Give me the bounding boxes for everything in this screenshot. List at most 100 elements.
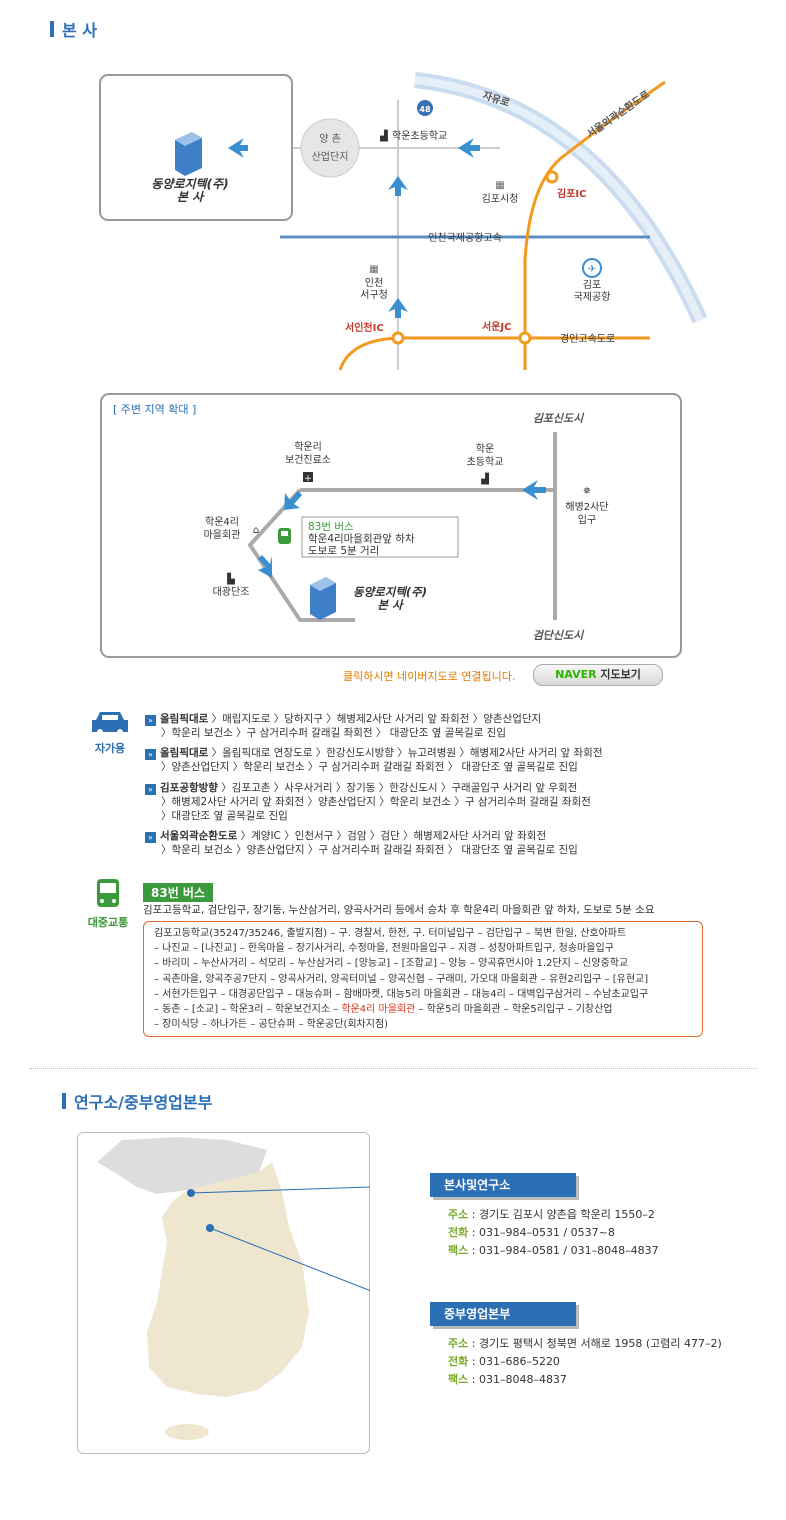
cityhall-icon: ▦ — [495, 180, 504, 191]
clinic-label-2: 보건진료소 — [285, 454, 331, 466]
tel-key: 전화 — [448, 1355, 469, 1368]
lab-section-title: 연구소/중부영업본부 — [62, 1089, 212, 1113]
bus-stop-line: – 장미식당 – 하나가든 – 공단슈퍼 – 학운공단(회차지점) — [154, 1019, 389, 1031]
bus-stop-line: – 나진교 – [나진교] – 한옥마을 – 장기사거리, 수정마을, 전원마을… — [154, 943, 614, 955]
naver-map-button[interactable]: NAVER 지도보기 — [533, 664, 663, 686]
airport-label-2: 국제공항 — [574, 291, 611, 303]
direction-arrows — [228, 138, 480, 318]
bus-icon — [97, 879, 119, 907]
hq-location-marker — [187, 1189, 195, 1197]
route-line: 〉학운리 보건소 〉양촌산업단지 〉구 삼거리수퍼 갈래길 좌회전 〉 대광단조… — [161, 844, 578, 856]
detail-roads — [247, 432, 557, 622]
bus-stop-text: – 동촌 – [소교] – 학운3리 – 학운보건지소 – — [154, 1004, 339, 1016]
bus-summary: 김포고등학교, 검단입구, 장기동, 누산삼거리, 양곡사거리 등에서 승차 후… — [143, 904, 655, 916]
bus-label: 대중교통 — [87, 916, 129, 929]
house-icon: ⌂ — [253, 525, 259, 536]
bus-stop-line: – 서현가든입구 – 대경공단입구 – 대능슈퍼 – 함배마켓, 대능5리 마을… — [154, 988, 649, 1000]
clinic-icon — [303, 472, 313, 482]
route-line: 〉해병제2사단 사거리 앞 좌회전 〉양촌산업단지 〉학운리 보건소 〉구 삼거… — [161, 796, 591, 808]
seoun-jc-marker — [518, 331, 532, 345]
car-category: 자가용 — [88, 708, 132, 756]
korea-map[interactable] — [77, 1132, 370, 1454]
route-line: 〉양촌산업단지 〉학운리 보건소 〉구 삼거리수퍼 갈래길 좌회전 〉 대광단조… — [161, 761, 578, 773]
fax-key: 팩스 — [448, 1373, 469, 1386]
bus-stop-line: 김포고등학교(35247/35246, 출발지점) – 구. 경찰서, 한전, … — [154, 928, 627, 939]
cityhall-label: 김포시청 — [482, 193, 519, 205]
hq-office-header: 본사및연구소 — [430, 1173, 576, 1197]
car-route-4: »서울외곽순환도로 〉계양IC 〉인천서구 〉검암 〉검단 〉해병제2사단 사거… — [145, 829, 745, 857]
seogu-icon: ▦ — [369, 264, 378, 275]
hall-label-1: 학운4리 — [205, 516, 239, 528]
lab-title-text: 연구소/중부영업본부 — [74, 1093, 213, 1112]
bus-stops-box: 김포고등학교(35247/35246, 출발지점) – 구. 경찰서, 한전, … — [143, 921, 703, 1037]
bus-callout-desc-2: 도보로 5분 거리 — [308, 545, 379, 557]
route-line: 〉대광단조 옆 골목길로 진입 — [161, 810, 288, 822]
detail-arrows — [258, 480, 546, 578]
svg-text:+: + — [304, 474, 312, 484]
naver-btn-label: 지도보기 — [600, 668, 641, 681]
jayuro-road — [414, 72, 708, 324]
industrial-complex-circle — [300, 118, 360, 178]
route-head: 김포공항방향 — [160, 782, 218, 794]
bus-stop-text: – 학운5리 마을회관 – 학운5리입구 – 기창산업 — [415, 1004, 613, 1016]
arrow-down-left-icon — [284, 491, 302, 510]
arrow-up-icon — [388, 176, 408, 196]
seoun-jc-label: 서운JC — [482, 320, 511, 333]
bus-badge-text: 83번 버스 — [143, 883, 213, 902]
school-label-2: 초등학교 — [467, 456, 504, 468]
geomdan-new-city-label: 검단신도시 — [533, 629, 585, 642]
section-divider — [30, 1068, 756, 1069]
hq-title-text: 본 사 — [62, 21, 98, 40]
bus-stop-highlight: 학운4리 마을회관 — [338, 1004, 416, 1016]
car-route-3: » 김포공항방향 〉김포고촌 〉사우사거리 〉장기동 〉한강신도시 〉구래골입구 … — [145, 781, 745, 823]
car-label: 자가용 — [94, 742, 126, 755]
school-icon: ▟ — [379, 129, 388, 142]
incheon-label: 인천 — [365, 277, 383, 289]
hq-pointer-line — [190, 1186, 370, 1194]
car-icon — [92, 712, 128, 735]
car-route-1: »올림픽대로 〉매립지도로 〉당하지구 〉해병제2사단 사거리 앞 좌회전 〉양… — [145, 712, 745, 740]
map1-company-name: 동양로지텍(주) — [151, 177, 228, 191]
hall-label-2: 마을회관 — [204, 529, 241, 541]
title-bar-icon — [50, 21, 54, 37]
route-line: 〉매립지도로 〉당하지구 〉해병제2사단 사거리 앞 좌회전 〉양촌산업단지 — [208, 713, 542, 725]
hq-tel: : 031–984–0531 / 0537~8 — [468, 1226, 615, 1239]
regional-map[interactable]: 동양로지텍(주) 본 사 양 촌 산업단지 ▟ 학운초등학교 ▦ 김포시청 자유… — [0, 60, 786, 380]
arrow-left-icon — [458, 138, 480, 158]
bus-category: 대중교통 — [84, 878, 132, 930]
school-label-1: 학운 — [476, 443, 494, 455]
bus-stop-line: – 곡촌마을, 양곡주공7단지 – 양곡사거리, 양곡터미널 – 양곡신협 – … — [154, 973, 649, 985]
route48-icon — [417, 100, 433, 116]
tel-key: 전화 — [448, 1226, 469, 1239]
addr-key: 주소 — [448, 1337, 469, 1350]
branch-fax: : 031–8048–4837 — [468, 1373, 567, 1386]
bullet-icon: » — [145, 749, 156, 760]
addr-key: 주소 — [448, 1208, 469, 1221]
hq-section-title: 본 사 — [50, 17, 97, 41]
arrow-left-icon — [522, 480, 546, 500]
bus-badge: 83번 버스 — [143, 882, 213, 902]
route-head: 올림픽대로 — [160, 747, 209, 759]
bullet-icon: » — [145, 784, 156, 795]
branch-pointer-line — [209, 1227, 370, 1292]
factory-icon: ▙ — [226, 572, 235, 585]
naver-brand: NAVER — [555, 668, 597, 681]
route-line: 〉학운리 보건소 〉구 삼거리수퍼 갈래길 좌회전 〉 대광단조 옆 골목길로 … — [161, 727, 507, 739]
naver-notice: 클릭하시면 네이버지도로 연결됩니다. — [343, 670, 516, 683]
marine-label-2: 입구 — [578, 513, 596, 526]
route-line: 〉김포고촌 〉사우사거리 〉장기동 〉한강신도시 〉구래골입구 사거리 앞 우회… — [217, 782, 578, 794]
gimpo-new-city-label: 김포신도시 — [533, 412, 585, 425]
hakun-school-label: 학운초등학교 — [392, 130, 447, 142]
detail-map-caption: [ 주변 지역 확대 ] — [113, 403, 196, 416]
bus-callout-line: 83번 버스 — [308, 521, 354, 533]
map2-company-name: 동양로지텍(주) — [353, 585, 427, 599]
route-head: 서울외곽순환도로 — [160, 830, 238, 842]
marine-label-1: 해병2사단 — [565, 500, 608, 513]
title-bar-icon — [62, 1093, 66, 1109]
north-region — [97, 1137, 267, 1194]
arrow-up-icon — [388, 298, 408, 318]
detail-map[interactable]: [ 주변 지역 확대 ] 김포신도시 검단신도시 학운리 보건진료소 + 학운 … — [0, 390, 786, 662]
bus-callout — [301, 516, 459, 558]
svg-text:✈: ✈ — [588, 264, 596, 275]
industrial-label: 산업단지 — [312, 150, 349, 163]
